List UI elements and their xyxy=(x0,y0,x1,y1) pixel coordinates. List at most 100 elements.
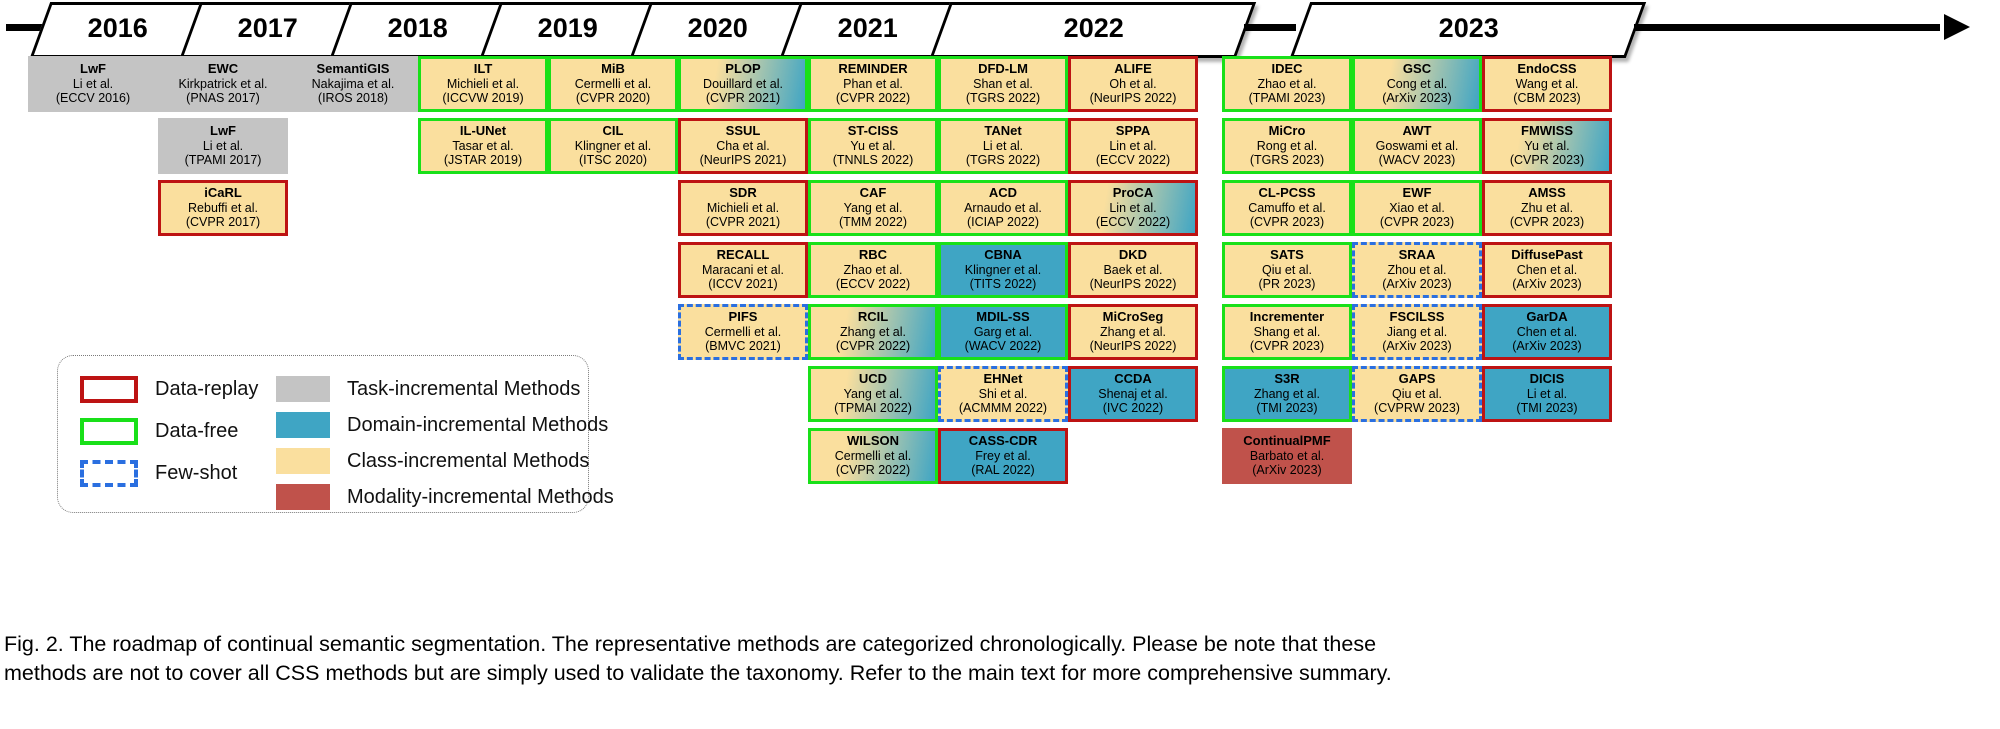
legend-item-border: Data-free xyxy=(80,418,238,445)
method-authors: Chen et al. xyxy=(1516,262,1578,277)
timeline-year-2023[interactable]: 2023 xyxy=(1289,2,1647,58)
timeline-year-2017[interactable]: 2017 xyxy=(179,2,355,58)
method-authors: Zhou et al. xyxy=(1387,262,1447,277)
timeline-year-2020[interactable]: 2020 xyxy=(629,2,805,58)
method-venue: (ICIAP 2022) xyxy=(966,215,1040,230)
method-venue: (CVPR 2023) xyxy=(1249,215,1325,230)
method-authors: Nakajima et al. xyxy=(311,76,395,91)
method-authors: Shenaj et al. xyxy=(1098,386,1168,401)
method-name: UCD xyxy=(858,371,888,387)
method-venue: (NeurIPS 2021) xyxy=(699,153,787,168)
method-name: MiB xyxy=(601,61,625,77)
timeline-year-2018[interactable]: 2018 xyxy=(329,2,505,58)
timeline-year-2019[interactable]: 2019 xyxy=(479,2,655,58)
method-name: CL-PCSS xyxy=(1258,185,1316,201)
method-name: ProCA xyxy=(1112,185,1154,201)
method-name: LwF xyxy=(80,61,106,77)
method-name: EWC xyxy=(207,61,239,77)
legend-swatch-red-outline xyxy=(80,376,138,403)
method-authors: Baek et al. xyxy=(1103,262,1163,277)
method-authors: Klingner et al. xyxy=(574,138,652,153)
method-name: LwF xyxy=(210,123,236,139)
method-name: CBNA xyxy=(984,247,1022,263)
method-name: FMWISS xyxy=(1521,123,1573,139)
timeline-year-2021[interactable]: 2021 xyxy=(779,2,955,58)
method-venue: (CBM 2023) xyxy=(1513,91,1581,106)
method-venue: (CVPR 2020) xyxy=(575,91,651,106)
method-name: WILSON xyxy=(847,433,899,449)
method-authors: Garg et al. xyxy=(973,324,1033,339)
timeline-year-2022[interactable]: 2022 xyxy=(929,2,1257,58)
legend-label: Data-free xyxy=(155,420,239,442)
method-authors: Qiu et al. xyxy=(1261,262,1313,277)
timeline-year-2016[interactable]: 2016 xyxy=(29,2,205,58)
method-authors: Yang et al. xyxy=(843,386,903,401)
method-venue: (TPAMI 2017) xyxy=(184,153,262,168)
method-venue: (CVPR 2022) xyxy=(835,339,911,354)
method-authors: Klingner et al. xyxy=(964,262,1042,277)
method-authors: Zhang et al. xyxy=(1099,324,1166,339)
method-authors: Yu et al. xyxy=(850,138,896,153)
method-authors: Kirkpatrick et al. xyxy=(178,76,268,91)
legend-label: Few-shot xyxy=(155,462,238,484)
method-name: Incrementer xyxy=(1249,309,1325,325)
method-authors: Phan et al. xyxy=(843,76,903,91)
method-name: TANet xyxy=(984,123,1022,139)
